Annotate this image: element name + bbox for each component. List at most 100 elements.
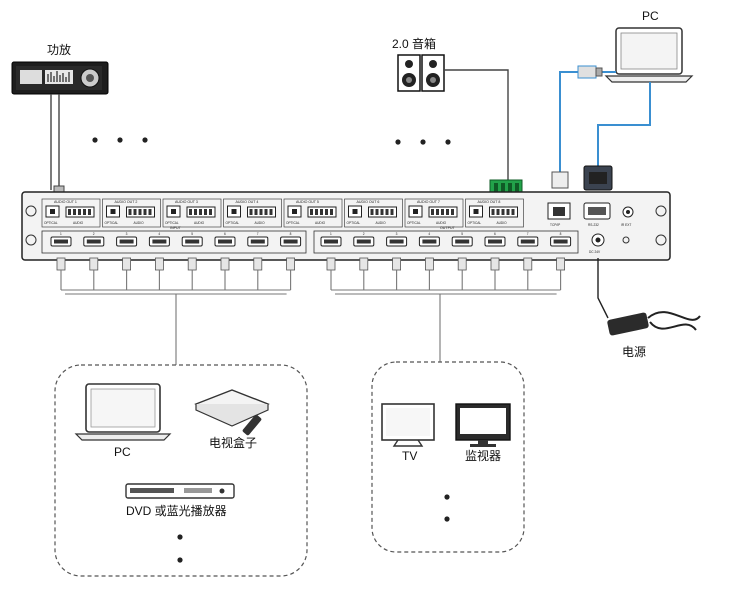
hdmi-plug-icon xyxy=(457,257,467,271)
audio-out-title: AUDIO OUT 7 xyxy=(417,200,440,204)
output-label: OUTPUT xyxy=(440,226,456,230)
input-number: 5 xyxy=(191,232,193,236)
input-number: 6 xyxy=(224,232,226,236)
tv-icon xyxy=(381,403,435,447)
optical-label: OPTICAL xyxy=(105,221,119,225)
output-number: 3 xyxy=(396,232,398,236)
audio-out-module: AUDIO OUT 1 OPTICAL AUDIO xyxy=(41,198,101,228)
dvd-label: DVD 或蓝光播放器 xyxy=(126,503,227,518)
audio-out-title: AUDIO OUT 5 xyxy=(296,200,319,204)
serial-cable xyxy=(597,82,651,168)
hdmi-plug-icon xyxy=(523,257,533,271)
output-number: 4 xyxy=(428,232,430,236)
audio-label: AUDIO xyxy=(255,221,266,225)
ir-ext-label: IR EXT xyxy=(621,223,631,227)
tv-box-label: 电视盒子 xyxy=(209,435,257,450)
speaker-cable xyxy=(444,69,509,180)
ellipsis-middle xyxy=(395,139,451,145)
rj45-plug-icon xyxy=(551,171,569,189)
tcpip-label: TCP/IP xyxy=(550,223,560,227)
audio-label: AUDIO xyxy=(134,221,145,225)
display-devices-group xyxy=(371,361,525,553)
audio-out-module: AUDIO OUT 3 OPTICAL AUDIO xyxy=(162,198,222,228)
ellipsis-source xyxy=(177,534,183,563)
output-number: 8 xyxy=(560,232,562,236)
audio-label: AUDIO xyxy=(73,221,84,225)
db9-plug-icon xyxy=(583,165,613,191)
power-adapter-icon xyxy=(607,311,701,336)
ellipsis-left xyxy=(92,137,148,143)
input-number: 7 xyxy=(257,232,259,236)
hdmi-plug-icon xyxy=(122,257,131,271)
ellipsis-display xyxy=(444,494,450,522)
hdmi-plug-icon xyxy=(253,257,263,271)
output-number: 5 xyxy=(461,232,463,236)
pc-top-label: PC xyxy=(642,9,659,23)
remote-control-icon xyxy=(242,414,262,436)
input-number: 3 xyxy=(126,232,128,236)
amplifier-icon xyxy=(11,61,109,95)
tcpip-port xyxy=(547,202,571,220)
audio-label: AUDIO xyxy=(436,221,447,225)
monitor-label: 监视器 xyxy=(465,448,501,463)
audio-out-module: AUDIO OUT 2 OPTICAL AUDIO xyxy=(102,198,161,228)
amplifier-label: 功放 xyxy=(47,42,71,57)
input-number: 1 xyxy=(60,232,62,236)
optical-label: OPTICAL xyxy=(44,221,58,225)
power-cable xyxy=(597,258,609,319)
audio-label: AUDIO xyxy=(315,221,326,225)
rs232-label: RS-232 xyxy=(588,223,599,227)
speaker-icon xyxy=(397,54,445,92)
matrix-device-panel: AUDIO OUT 1 OPTICAL AUDIO AUDIO OUT 2 OPTICA… xyxy=(21,191,671,261)
speaker-label: 2.0 音箱 xyxy=(392,36,436,51)
optical-label: OPTICAL xyxy=(347,221,361,225)
audio-out-module: AUDIO OUT 6 OPTICAL AUDIO xyxy=(344,198,403,228)
hdmi-plug-icon xyxy=(56,257,66,271)
tv-label: TV xyxy=(402,449,417,463)
audio-out-title: AUDIO OUT 4 xyxy=(236,200,259,204)
audio-out-module: AUDIO OUT 4 OPTICAL AUDIO xyxy=(223,198,282,228)
audio-out-module: AUDIO OUT 5 OPTICAL AUDIO xyxy=(283,198,343,228)
audio-out-title: AUDIO OUT 6 xyxy=(357,200,380,204)
input-number: 4 xyxy=(158,232,160,236)
audio-out-title: AUDIO OUT 2 xyxy=(115,200,138,204)
audio-label: AUDIO xyxy=(194,221,205,225)
hdmi-plug-icon xyxy=(556,257,565,271)
laptop-source-icon xyxy=(74,383,172,441)
hdmi-plug-icon xyxy=(220,257,230,271)
hdmi-plug-icon xyxy=(490,257,500,271)
dvd-player-icon xyxy=(125,483,235,499)
output-number: 2 xyxy=(363,232,365,236)
output-number: 1 xyxy=(330,232,332,236)
optical-label: OPTICAL xyxy=(286,221,300,225)
hdmi-plug-icon xyxy=(187,257,197,271)
optical-label: OPTICAL xyxy=(468,221,482,225)
output-number: 7 xyxy=(527,232,529,236)
hdmi-plug-icon xyxy=(286,257,296,271)
hdmi-plug-icon xyxy=(154,257,164,271)
hdmi-plug-icon xyxy=(326,257,336,271)
optical-label: OPTICAL xyxy=(226,221,240,225)
optical-label: OPTICAL xyxy=(165,221,179,225)
rs232-port xyxy=(583,202,611,220)
hdmi-plug-icon xyxy=(424,257,434,271)
output-number: 6 xyxy=(494,232,496,236)
audio-out-title: AUDIO OUT 1 xyxy=(54,200,77,204)
pc-source-label: PC xyxy=(114,445,131,459)
dc-label: DC 24V xyxy=(589,250,601,254)
hdmi-plug-icon xyxy=(359,257,369,271)
audio-out-title: AUDIO OUT 3 xyxy=(175,200,198,204)
input-number: 2 xyxy=(93,232,95,236)
power-label: 电源 xyxy=(622,345,646,359)
input-number: 8 xyxy=(290,232,292,236)
optical-label: OPTICAL xyxy=(407,221,421,225)
source-devices-group xyxy=(54,364,308,577)
laptop-top-icon xyxy=(604,27,694,83)
ground-terminal-icon xyxy=(622,236,630,244)
audio-label: AUDIO xyxy=(376,221,387,225)
tv-box-icon xyxy=(194,389,270,427)
hdmi-plug-icon xyxy=(392,257,402,271)
